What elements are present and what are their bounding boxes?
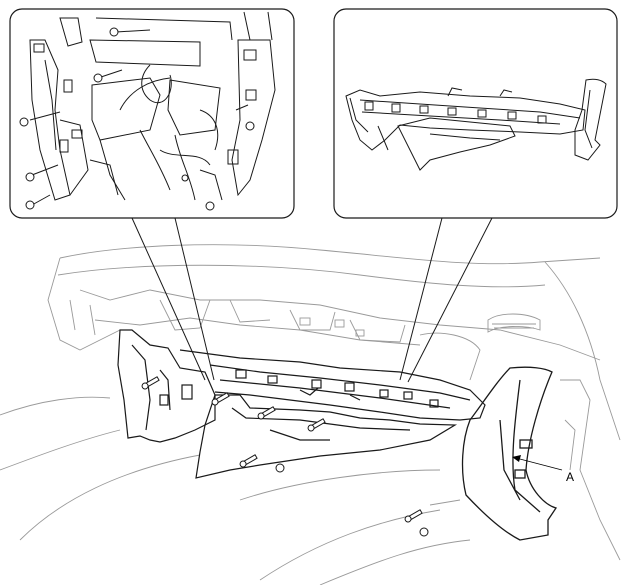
callout-a: A: [512, 455, 574, 484]
bolt-icon: [25, 200, 35, 210]
bolt-icon: [181, 174, 189, 182]
side-cover-a: [461, 366, 558, 541]
dashboard-assembly: [0, 244, 621, 585]
detail-view-left-bolts: [9, 8, 295, 219]
bolt-icon: [109, 27, 119, 37]
bolt-icon: [93, 73, 103, 83]
detail-leader-lines: [131, 217, 493, 383]
callout-label-a: A: [566, 470, 574, 484]
bolt-icon: [245, 121, 255, 131]
callout-leader-line: [515, 457, 563, 471]
lower-crash-pad-panel: [117, 329, 486, 479]
mounting-bolt: [141, 376, 429, 537]
callout-arrowhead: [512, 455, 521, 462]
detail-view-right-panel: [333, 8, 618, 219]
bolt-icon: [205, 201, 215, 211]
bolt-icon: [19, 117, 29, 127]
bolt-icon: [25, 172, 35, 182]
